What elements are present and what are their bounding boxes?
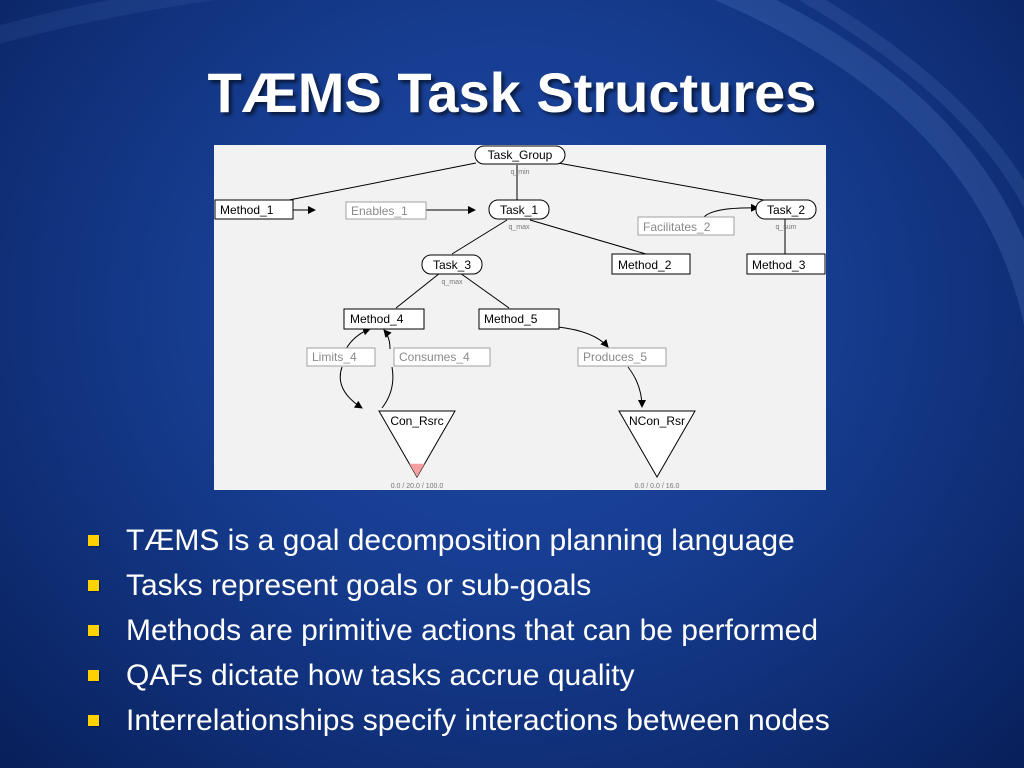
edge-task1-method2: [529, 219, 647, 255]
relation-produces-5-label: Produces_5: [583, 350, 647, 364]
edge-conrsrc-limits4: [339, 366, 363, 409]
square-bullet-icon: [88, 670, 99, 681]
resource-con-rsrc-values: 0.0 / 20.0 / 100.0: [391, 483, 444, 490]
node-task-3-qaf: q_max: [441, 279, 463, 286]
edge-task3-method4: [395, 272, 441, 309]
square-bullet-icon: [88, 715, 99, 726]
edge-task1-task3: [451, 219, 508, 255]
node-task-3: Task_3 q_max: [421, 254, 483, 286]
relation-consumes-4: Consumes_4: [393, 347, 491, 367]
node-method-4-label: Method_4: [350, 312, 404, 326]
taems-diagram-svg: Task_Group q_min Method_1 Enables_1 Task…: [214, 145, 826, 490]
node-task-2-label: Task_2: [767, 203, 805, 217]
resource-con-rsrc: Con_Rsrc 0.0 / 20.0 / 100.0: [378, 410, 456, 490]
node-method-3-label: Method_3: [752, 258, 806, 272]
edge-taskgroup-task2: [557, 162, 770, 202]
edge-facilitates2-task2: [703, 203, 759, 218]
taems-diagram: Task_Group q_min Method_1 Enables_1 Task…: [214, 145, 826, 490]
relation-produces-5: Produces_5: [577, 347, 667, 367]
relation-enables-1-label: Enables_1: [351, 204, 408, 218]
node-task-1-label: Task_1: [500, 203, 538, 217]
resource-ncon-rsrc-values: 0.0 / 0.0 / 16.0: [635, 483, 680, 490]
node-task-group-qaf: q_min: [510, 169, 529, 176]
node-method-1: Method_1: [214, 199, 294, 220]
node-method-5-label: Method_5: [484, 312, 538, 326]
relation-enables-1: Enables_1: [345, 201, 427, 220]
edges: [288, 162, 786, 409]
node-task-1-qaf: q_max: [508, 224, 530, 231]
edge-produces5-nconrsrc: [627, 366, 646, 408]
resource-con-rsrc-label: Con_Rsrc: [390, 414, 443, 428]
resource-ncon-rsrc-label: NCon_Rsr: [629, 414, 685, 428]
relation-facilitates-2-label: Facilitates_2: [643, 220, 711, 234]
node-method-5: Method_5: [478, 308, 560, 330]
edge-limits4-method4: [345, 327, 371, 350]
bullet-text: Tasks represent goals or sub-goals: [126, 569, 592, 602]
bullet-item: Methods are primitive actions that can b…: [88, 608, 830, 653]
node-task-group-label: Task_Group: [488, 148, 553, 162]
relation-limits-4-label: Limits_4: [312, 350, 357, 364]
resource-con-rsrc-level: [409, 463, 425, 477]
node-task-group: Task_Group q_min: [474, 145, 566, 176]
square-bullet-icon: [88, 625, 99, 636]
square-bullet-icon: [88, 535, 99, 546]
edge-taskgroup-method1: [288, 162, 477, 201]
edge-consumes4-method4: [383, 329, 392, 350]
node-task-2-qaf: q_sum: [775, 224, 796, 231]
bullet-text: Methods are primitive actions that can b…: [126, 614, 819, 647]
node-method-1-label: Method_1: [220, 203, 274, 217]
edge-method5-produces5: [557, 326, 609, 348]
node-task-2: Task_2 q_sum: [755, 199, 817, 231]
relation-limits-4: Limits_4: [306, 347, 376, 367]
bullet-text: QAFs dictate how tasks accrue quality: [126, 659, 635, 692]
bullet-text: TÆMS is a goal decomposition planning la…: [126, 524, 795, 557]
bullet-item: QAFs dictate how tasks accrue quality: [88, 653, 830, 698]
node-task-3-label: Task_3: [433, 258, 471, 272]
slide-title: TÆMS Task Structures: [207, 61, 817, 124]
edge-task3-method5: [459, 272, 510, 309]
node-method-3: Method_3: [746, 253, 826, 275]
bullet-text: Interrelationships specify interactions …: [126, 704, 830, 737]
node-task-1: Task_1 q_max: [488, 199, 550, 231]
node-method-2-label: Method_2: [618, 258, 672, 272]
relation-consumes-4-label: Consumes_4: [399, 350, 470, 364]
bullet-item: TÆMS is a goal decomposition planning la…: [88, 518, 830, 563]
node-method-4: Method_4: [343, 308, 425, 330]
edge-consumes4-conrsrc: [381, 366, 394, 409]
relation-facilitates-2: Facilitates_2: [637, 216, 735, 236]
square-bullet-icon: [88, 580, 99, 591]
bullet-item: Tasks represent goals or sub-goals: [88, 563, 830, 608]
node-method-2: Method_2: [611, 253, 691, 275]
bullet-item: Interrelationships specify interactions …: [88, 698, 830, 743]
bullet-list: TÆMS is a goal decomposition planning la…: [88, 518, 830, 743]
resource-ncon-rsrc: NCon_Rsr 0.0 / 0.0 / 16.0: [618, 410, 696, 490]
